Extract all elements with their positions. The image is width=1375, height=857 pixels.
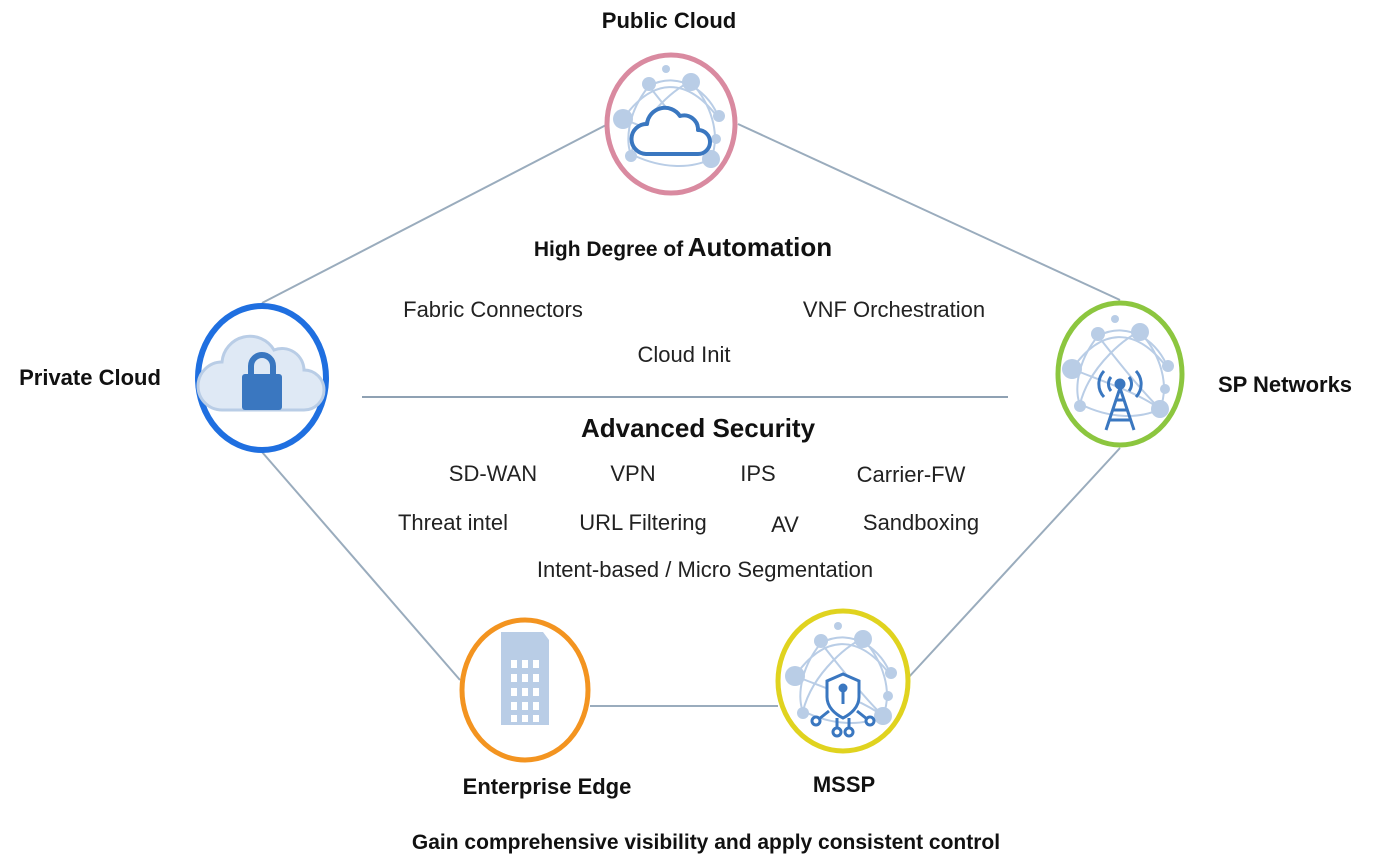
security-item-ips: IPS	[740, 461, 776, 486]
security-title: Advanced Security	[580, 413, 816, 443]
sp-networks-ring	[1055, 300, 1185, 448]
security-item-av: AV	[771, 512, 799, 537]
cloud-icon	[629, 105, 712, 156]
security-item-url-filtering: URL Filtering	[579, 510, 707, 535]
enterprise-edge-label: Enterprise Edge	[462, 774, 632, 799]
automation-item-cloud-init: Cloud Init	[637, 342, 731, 367]
automation-title-main: Automation	[687, 232, 833, 262]
mssp-label: MSSP	[812, 772, 876, 797]
security-item-micro-segmentation: Intent-based / Micro Segmentation	[536, 557, 874, 582]
automation-item-fabric-connectors: Fabric Connectors	[403, 297, 583, 322]
private-cloud-label: Private Cloud	[19, 365, 161, 390]
security-item-sandboxing: Sandboxing	[862, 510, 980, 535]
sp-networks-label: SP Networks	[1217, 372, 1353, 397]
connector-sp-mssp	[907, 447, 1121, 679]
public-cloud-node	[604, 52, 738, 196]
security-item-sd-wan: SD-WAN	[448, 461, 538, 486]
connector-private-enterprise	[261, 451, 461, 681]
mssp-node	[775, 608, 911, 754]
cloud-lock-background-icon	[196, 334, 326, 412]
automation-item-vnf-orchestration: VNF Orchestration	[802, 297, 986, 322]
connector-public-sp	[737, 123, 1121, 301]
shield-network-icon	[810, 672, 876, 738]
connector-lines	[261, 123, 1121, 707]
security-item-carrier-fw: Carrier-FW	[856, 462, 966, 487]
building-icon	[501, 632, 549, 725]
connector-public-private	[261, 123, 609, 304]
security-item-vpn: VPN	[610, 461, 656, 486]
lock-icon	[242, 352, 282, 410]
public-cloud-label: Public Cloud	[601, 8, 737, 33]
footer-tagline: Gain comprehensive visibility and apply …	[411, 831, 1001, 854]
antenna-tower-icon	[1097, 369, 1143, 431]
automation-title-prefix: High Degree of	[533, 238, 684, 261]
automation-title: High Degree of Automation	[534, 232, 832, 263]
private-cloud-node	[195, 303, 329, 453]
sp-networks-node	[1055, 300, 1185, 448]
enterprise-edge-node	[459, 617, 591, 763]
security-item-threat-intel: Threat intel	[397, 510, 509, 535]
